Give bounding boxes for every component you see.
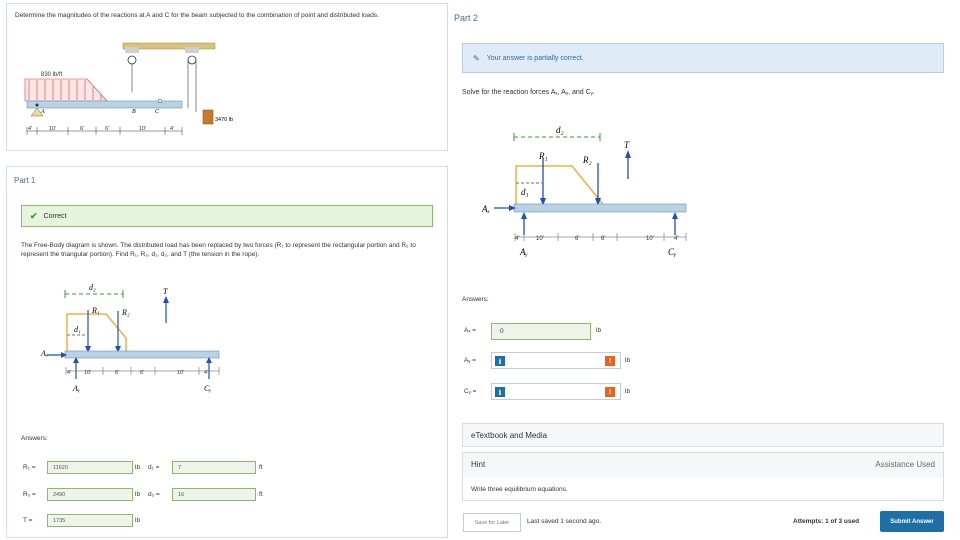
svg-text:4': 4' [515, 236, 519, 242]
cy-input[interactable] [491, 383, 621, 400]
check-icon: ✔ [30, 210, 38, 221]
svg-text:R₂: R₂ [582, 155, 592, 165]
last-saved-label: Last saved 1 second ago. [527, 518, 602, 525]
part2-panel: Part 2 ✎ Your answer is partially correc… [454, 3, 954, 538]
svg-text:R₁: R₁ [91, 306, 100, 315]
r1-input[interactable]: 11620 [47, 461, 133, 474]
beam-figure: 830 lb/ft A B C 3470 lb 4' 10' 6' 6' 10'… [24, 42, 233, 135]
ay-input[interactable] [491, 352, 621, 369]
svg-text:4': 4' [674, 236, 678, 242]
svg-text:R₁: R₁ [538, 151, 548, 161]
hint-label: Hint [471, 460, 486, 469]
svg-text:Aₓ: Aₓ [40, 349, 48, 358]
partial-status-banner: ✎ Your answer is partially correct. [462, 43, 944, 73]
svg-text:6': 6' [105, 126, 109, 132]
svg-text:4': 4' [67, 370, 71, 376]
r2-input[interactable]: 2490 [47, 488, 133, 501]
svg-text:6': 6' [575, 236, 579, 242]
svg-text:B: B [132, 109, 136, 115]
part1-title: Part 1 [14, 176, 36, 185]
svg-text:6': 6' [80, 126, 84, 132]
svg-text:Cᵧ: Cᵧ [204, 384, 211, 393]
svg-text:R₂: R₂ [121, 308, 130, 317]
svg-text:4': 4' [204, 370, 208, 376]
part1-panel: Part 1 ✔ Correct The Free-Body diagram i… [6, 166, 448, 538]
d1-input[interactable]: 7 [172, 461, 256, 474]
svg-text:Cᵧ: Cᵧ [668, 247, 676, 257]
warning-icon: ! [605, 387, 615, 397]
svg-text:Aᵧ: Aᵧ [519, 247, 528, 257]
info-icon[interactable]: i [495, 356, 505, 366]
svg-text:6': 6' [115, 370, 119, 376]
hint-content: Write three equilibrium equations. [462, 477, 944, 501]
svg-text:6': 6' [601, 236, 605, 242]
part2-instruction: Solve for the reaction forces Aₓ, Aᵧ, an… [462, 89, 595, 96]
load-label: 830 lb/ft [41, 72, 63, 78]
svg-text:Aᵧ: Aᵧ [72, 384, 80, 393]
part1-answers-label: Answers: [21, 435, 48, 442]
t-input[interactable]: 1735 [47, 514, 133, 527]
svg-text:T: T [163, 287, 168, 296]
part1-fbd: d₂ d₁ R₁ R₂ T Aₓ 4' 10' 6' 6' 10' 4 [40, 283, 220, 393]
svg-text:d₁: d₁ [521, 187, 529, 197]
d2-input[interactable]: 16 [172, 488, 256, 501]
svg-text:A: A [40, 109, 45, 115]
problem-panel: Determine the magnitudes of the reaction… [6, 3, 448, 151]
assistance-used-label: Assistance Used [875, 460, 935, 469]
problem-statement: Determine the magnitudes of the reaction… [15, 12, 379, 19]
svg-text:10': 10' [646, 236, 654, 242]
svg-text:Aₓ: Aₓ [481, 204, 490, 214]
hint-bar[interactable]: Hint Assistance Used [462, 452, 944, 478]
ax-input[interactable]: 0 [491, 323, 591, 340]
warning-icon: ! [605, 356, 615, 366]
svg-text:C: C [155, 109, 160, 115]
svg-text:4': 4' [28, 126, 32, 132]
svg-text:10': 10' [49, 126, 56, 132]
svg-text:10': 10' [536, 236, 544, 242]
submit-answer-button[interactable]: Submit Answer [880, 511, 944, 532]
svg-text:10': 10' [84, 370, 91, 376]
part2-fbd: d₂ d₁ R₁ R₂ T Aₓ 4' 10' 6' 6' 10' 4 [481, 125, 687, 257]
part2-answers-label: Answers: [462, 296, 489, 303]
attempts-label: Attempts: 1 of 3 used [793, 518, 860, 525]
part2-title: Part 2 [454, 13, 479, 23]
save-for-later-button[interactable]: Save for Later [463, 513, 521, 532]
svg-text:10': 10' [139, 126, 146, 132]
weight-label: 3470 lb [215, 117, 233, 123]
svg-text:d₂: d₂ [556, 125, 564, 135]
svg-text:4': 4' [170, 126, 174, 132]
svg-text:d₂: d₂ [89, 283, 96, 292]
svg-text:10': 10' [177, 370, 184, 376]
part1-description: The Free-Body diagram is shown. The dist… [21, 242, 416, 258]
info-icon[interactable]: i [495, 387, 505, 397]
correct-status-banner: ✔ Correct [21, 205, 433, 227]
svg-text:6': 6' [140, 370, 144, 376]
etextbook-bar[interactable]: eTextbook and Media [462, 423, 944, 447]
svg-text:T: T [624, 140, 630, 150]
pencil-icon: ✎ [473, 53, 480, 63]
svg-text:d₁: d₁ [74, 325, 81, 334]
